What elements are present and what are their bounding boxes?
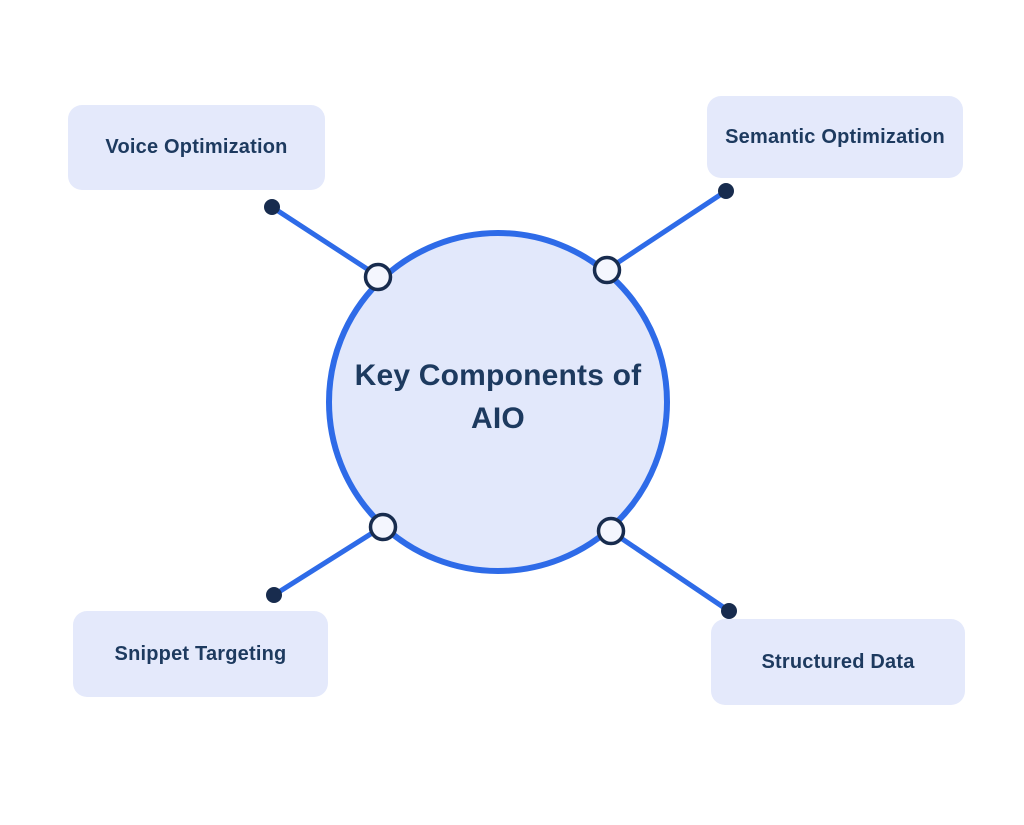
node-box-voice-optimization: Voice Optimization [68, 105, 325, 190]
endpoint-dot-top-left [264, 199, 280, 215]
node-box-snippet-targeting: Snippet Targeting [73, 611, 328, 697]
node-box-label: Structured Data [761, 650, 915, 673]
central-title: Key Components of AIO [354, 359, 642, 435]
central-circle [326, 230, 670, 574]
anchor-ring-top-left [363, 262, 393, 292]
anchor-ring-top-right [592, 255, 622, 285]
endpoint-dot-bottom-left [266, 587, 282, 603]
endpoint-dot-top-right [718, 183, 734, 199]
connector-line-top-right [602, 188, 729, 274]
node-box-structured-data: Structured Data [711, 619, 965, 705]
connector-line-bottom-right [606, 527, 732, 614]
connector-line-top-left [269, 204, 384, 281]
anchor-ring-bottom-right [596, 516, 626, 546]
connector-line-bottom-left [271, 522, 388, 598]
node-box-label: Semantic Optimization [725, 125, 945, 148]
anchor-ring-bottom-left [368, 512, 398, 542]
node-box-label: Voice Optimization [105, 136, 288, 158]
endpoint-dot-bottom-right [721, 603, 737, 619]
node-box-semantic-optimization: Semantic Optimization [707, 96, 963, 178]
node-box-label: Snippet Targeting [114, 642, 287, 665]
